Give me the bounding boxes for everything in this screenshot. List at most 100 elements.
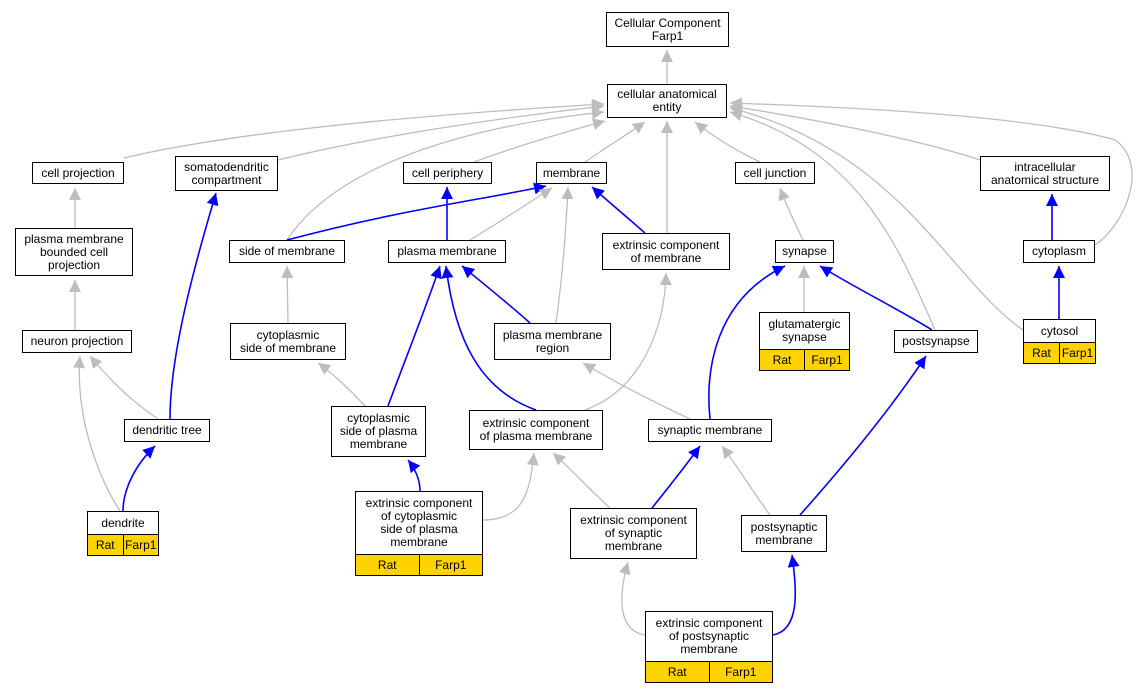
edge-is-a-extrinsic-postsynaptic-to-extrinsic-synaptic (618, 561, 646, 636)
edge-layer (69, 50, 1133, 636)
node-label-line: membrane (755, 532, 813, 547)
node-label-line: extrinsic component (612, 237, 720, 252)
node-synapse[interactable]: synapse (775, 240, 834, 263)
node-side-of-membrane[interactable]: side of membrane (229, 240, 345, 263)
gene-tag: Farp1 (708, 662, 772, 682)
node-label-line: plasma membrane (24, 231, 124, 246)
edge-is-a-postsynaptic-membrane-to-synaptic-membrane (721, 445, 771, 516)
species-tag: Rat (1024, 343, 1059, 363)
annotation-row: Rat Farp1 (88, 534, 158, 555)
node-label: dendritic tree (125, 420, 209, 441)
node-label-line: Farp1 (651, 28, 684, 43)
edge-part-of-synaptic-membrane-to-synapse (708, 265, 786, 420)
species-tag: Rat (356, 555, 419, 575)
node-label-line: membrane (604, 539, 663, 553)
node-label-line: side of plasma (380, 522, 458, 536)
node-label: cytoplasm (1024, 241, 1094, 262)
edge-part-of-extrinsic-synaptic-to-synaptic-membrane (651, 445, 701, 509)
node-label-line: side of membrane (238, 244, 336, 258)
node-label-line: bounded cell (39, 244, 109, 259)
edge-is-a-membrane-to-entity (584, 121, 646, 163)
node-label-line: of cytoplasmic (380, 509, 458, 523)
edge-part-of-postsynapse-to-synapse (819, 265, 933, 331)
node-label-line: region (535, 340, 570, 355)
edge-is-a-cyto-side-pm-to-cyto-side-membrane (317, 362, 366, 407)
annotation-row: Rat Farp1 (760, 349, 849, 370)
node-label-line: membrane (542, 165, 601, 180)
node-cell-projection[interactable]: cell projection (32, 162, 124, 184)
node-label-line: cytoplasmic (347, 411, 410, 425)
edge-part-of-extrinsic-cyto-side-pm-to-cyto-side-pm (407, 459, 421, 492)
node-label-line: cytoplasm (1031, 244, 1087, 258)
edge-is-a-dendrite-to-neuron-projection (73, 355, 121, 512)
node-label-line: of postsynaptic (668, 629, 750, 643)
edge-part-of-pm-region-to-plasma-membrane (461, 265, 531, 324)
node-label: side of membrane (230, 241, 344, 262)
node-label-line: extrinsic component (580, 513, 687, 527)
node-label: plasma membrane (389, 241, 505, 262)
node-label: synaptic membrane (649, 420, 771, 441)
node-cytosol[interactable]: cytosol Rat Farp1 (1023, 319, 1096, 364)
node-label-line: synapse (782, 244, 827, 258)
node-label-line: dendrite (101, 515, 145, 530)
node-synaptic-membrane[interactable]: synaptic membrane (648, 419, 772, 442)
node-label: neuron projection (23, 331, 131, 352)
node-label: membrane (537, 163, 606, 183)
edge-part-of-extrinsic-membrane-to-membrane (591, 186, 646, 234)
node-membrane[interactable]: membrane (536, 162, 607, 184)
edge-is-a-cell-periphery-to-entity (473, 118, 606, 163)
edge-is-a-plasma-membrane-to-membrane (469, 187, 553, 241)
node-label-line: intracellular (1014, 159, 1076, 174)
edge-part-of-extrinsic-postsynaptic-to-postsynaptic-membrane (772, 554, 800, 636)
edge-is-a-cell-projection-to-entity (123, 98, 605, 159)
node-neuron-projection[interactable]: neuron projection (22, 330, 132, 353)
edge-part-of-postsynaptic-membrane-to-postsynapse (799, 355, 927, 516)
node-label-line: somatodendritic (184, 159, 269, 174)
edge-is-a-cell-junction-to-entity (694, 121, 761, 163)
node-cell-junction[interactable]: cell junction (735, 162, 815, 184)
node-label-line: plasma membrane (502, 327, 603, 342)
node-postsynapse[interactable]: postsynapse (894, 330, 978, 353)
node-label-line: cell junction (743, 165, 807, 180)
node-label-line: of synaptic (604, 526, 663, 540)
node-label-line: extrinsic component (655, 616, 763, 630)
node-dendritic-tree[interactable]: dendritic tree (124, 419, 210, 442)
edge-part-of-extrinsic-pm-to-plasma-membrane (441, 265, 537, 411)
node-label-line: cell periphery (411, 165, 484, 180)
node-dendrite[interactable]: dendrite Rat Farp1 (87, 511, 159, 556)
edge-is-a-pm-region-to-membrane (555, 186, 574, 324)
node-label-line: neuron projection (30, 334, 124, 348)
species-tag: Rat (646, 662, 709, 682)
node-label: cell junction (736, 163, 814, 183)
node-label-line: synaptic membrane (657, 423, 763, 437)
node-label: cytosol (1024, 320, 1095, 342)
gene-tag: Farp1 (418, 555, 482, 575)
node-plasma-membrane[interactable]: plasma membrane (388, 240, 506, 263)
node-cytoplasm[interactable]: cytoplasm (1023, 240, 1095, 263)
edge-is-a-synaptic-membrane-to-pm-region (582, 362, 691, 420)
node-label-line: anatomical structure (990, 172, 1100, 187)
node-cell-periphery[interactable]: cell periphery (403, 162, 492, 184)
